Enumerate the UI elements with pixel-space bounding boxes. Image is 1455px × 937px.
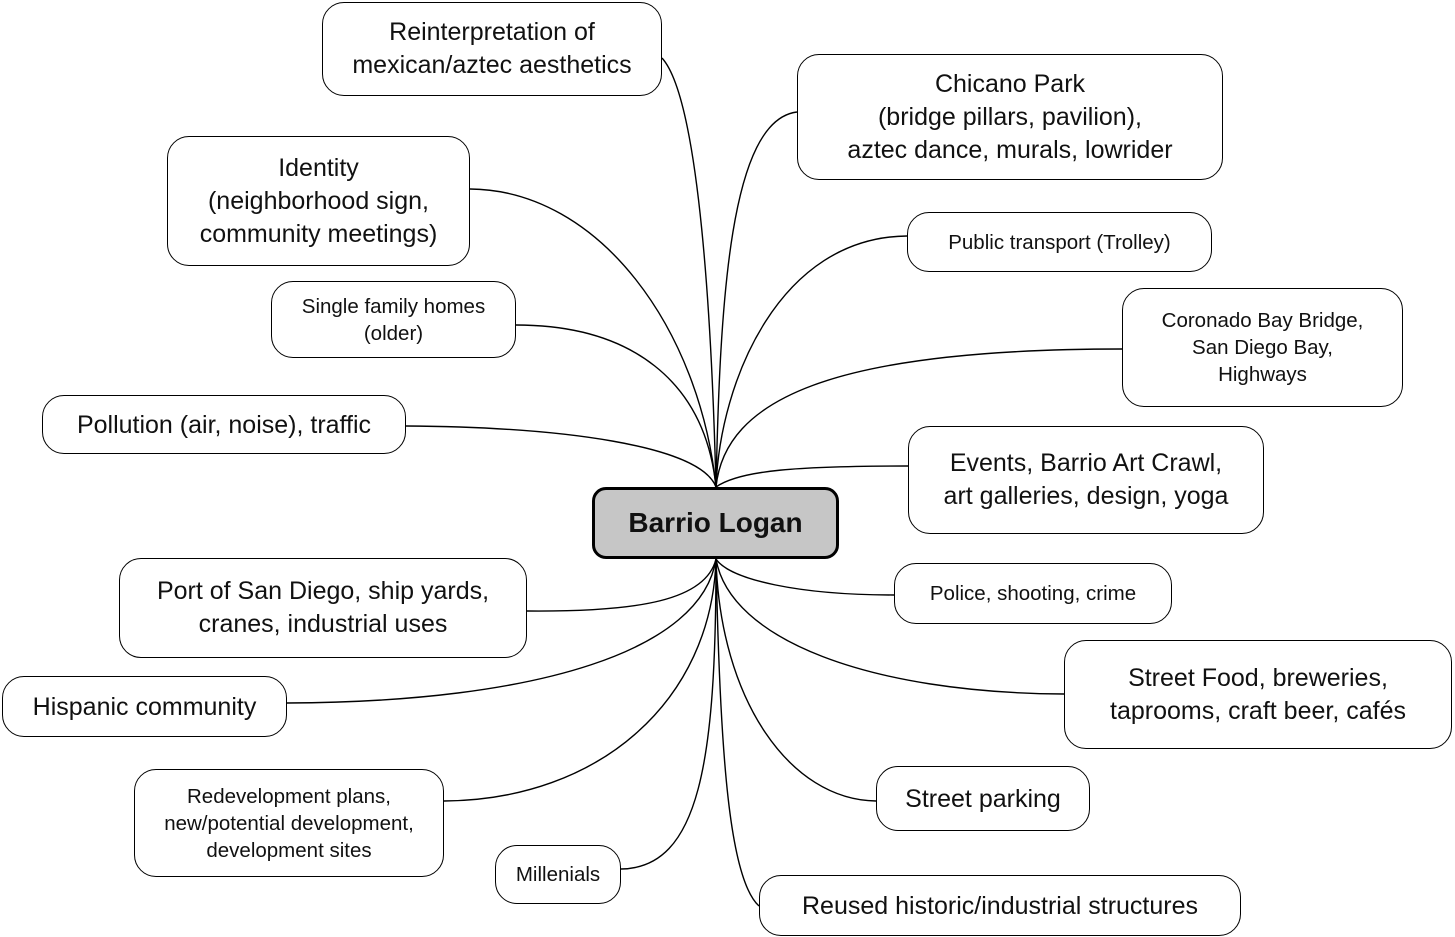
node-reused-structures: Reused historic/industrial structures xyxy=(759,875,1241,936)
link-chicano-park xyxy=(715,111,798,488)
node-events: Events, Barrio Art Crawl, art galleries,… xyxy=(908,426,1264,534)
node-hispanic-community: Hispanic community xyxy=(2,676,287,737)
node-chicano-park: Chicano Park (bridge pillars, pavilion),… xyxy=(797,54,1223,180)
node-police: Police, shooting, crime xyxy=(894,563,1172,624)
link-hispanic xyxy=(286,558,717,704)
link-pollution xyxy=(405,425,717,488)
link-events xyxy=(715,465,909,488)
link-millenials xyxy=(620,558,717,870)
node-pollution: Pollution (air, noise), traffic xyxy=(42,395,406,454)
center-node-barrio-logan: Barrio Logan xyxy=(592,487,839,559)
link-street-parking xyxy=(715,558,877,802)
link-single-family xyxy=(515,324,717,488)
link-redevelopment xyxy=(443,558,717,802)
link-reused xyxy=(715,558,760,907)
node-port: Port of San Diego, ship yards, cranes, i… xyxy=(119,558,527,658)
node-aesthetics: Reinterpretation of mexican/aztec aesthe… xyxy=(322,2,662,96)
link-identity xyxy=(469,188,717,488)
link-transport xyxy=(715,235,908,488)
node-street-food: Street Food, breweries, taprooms, craft … xyxy=(1064,640,1452,749)
link-aesthetics xyxy=(661,57,717,488)
link-police xyxy=(715,558,895,596)
node-identity: Identity (neighborhood sign, community m… xyxy=(167,136,470,266)
node-street-parking: Street parking xyxy=(876,766,1090,831)
node-millenials: Millenials xyxy=(495,845,621,904)
node-public-transport: Public transport (Trolley) xyxy=(907,212,1212,272)
link-coronado xyxy=(715,348,1123,488)
link-port xyxy=(526,558,717,612)
node-coronado: Coronado Bay Bridge, San Diego Bay, High… xyxy=(1122,288,1403,407)
link-street-food xyxy=(715,558,1065,695)
node-single-family-homes: Single family homes (older) xyxy=(271,281,516,358)
node-redevelopment: Redevelopment plans, new/potential devel… xyxy=(134,769,444,877)
